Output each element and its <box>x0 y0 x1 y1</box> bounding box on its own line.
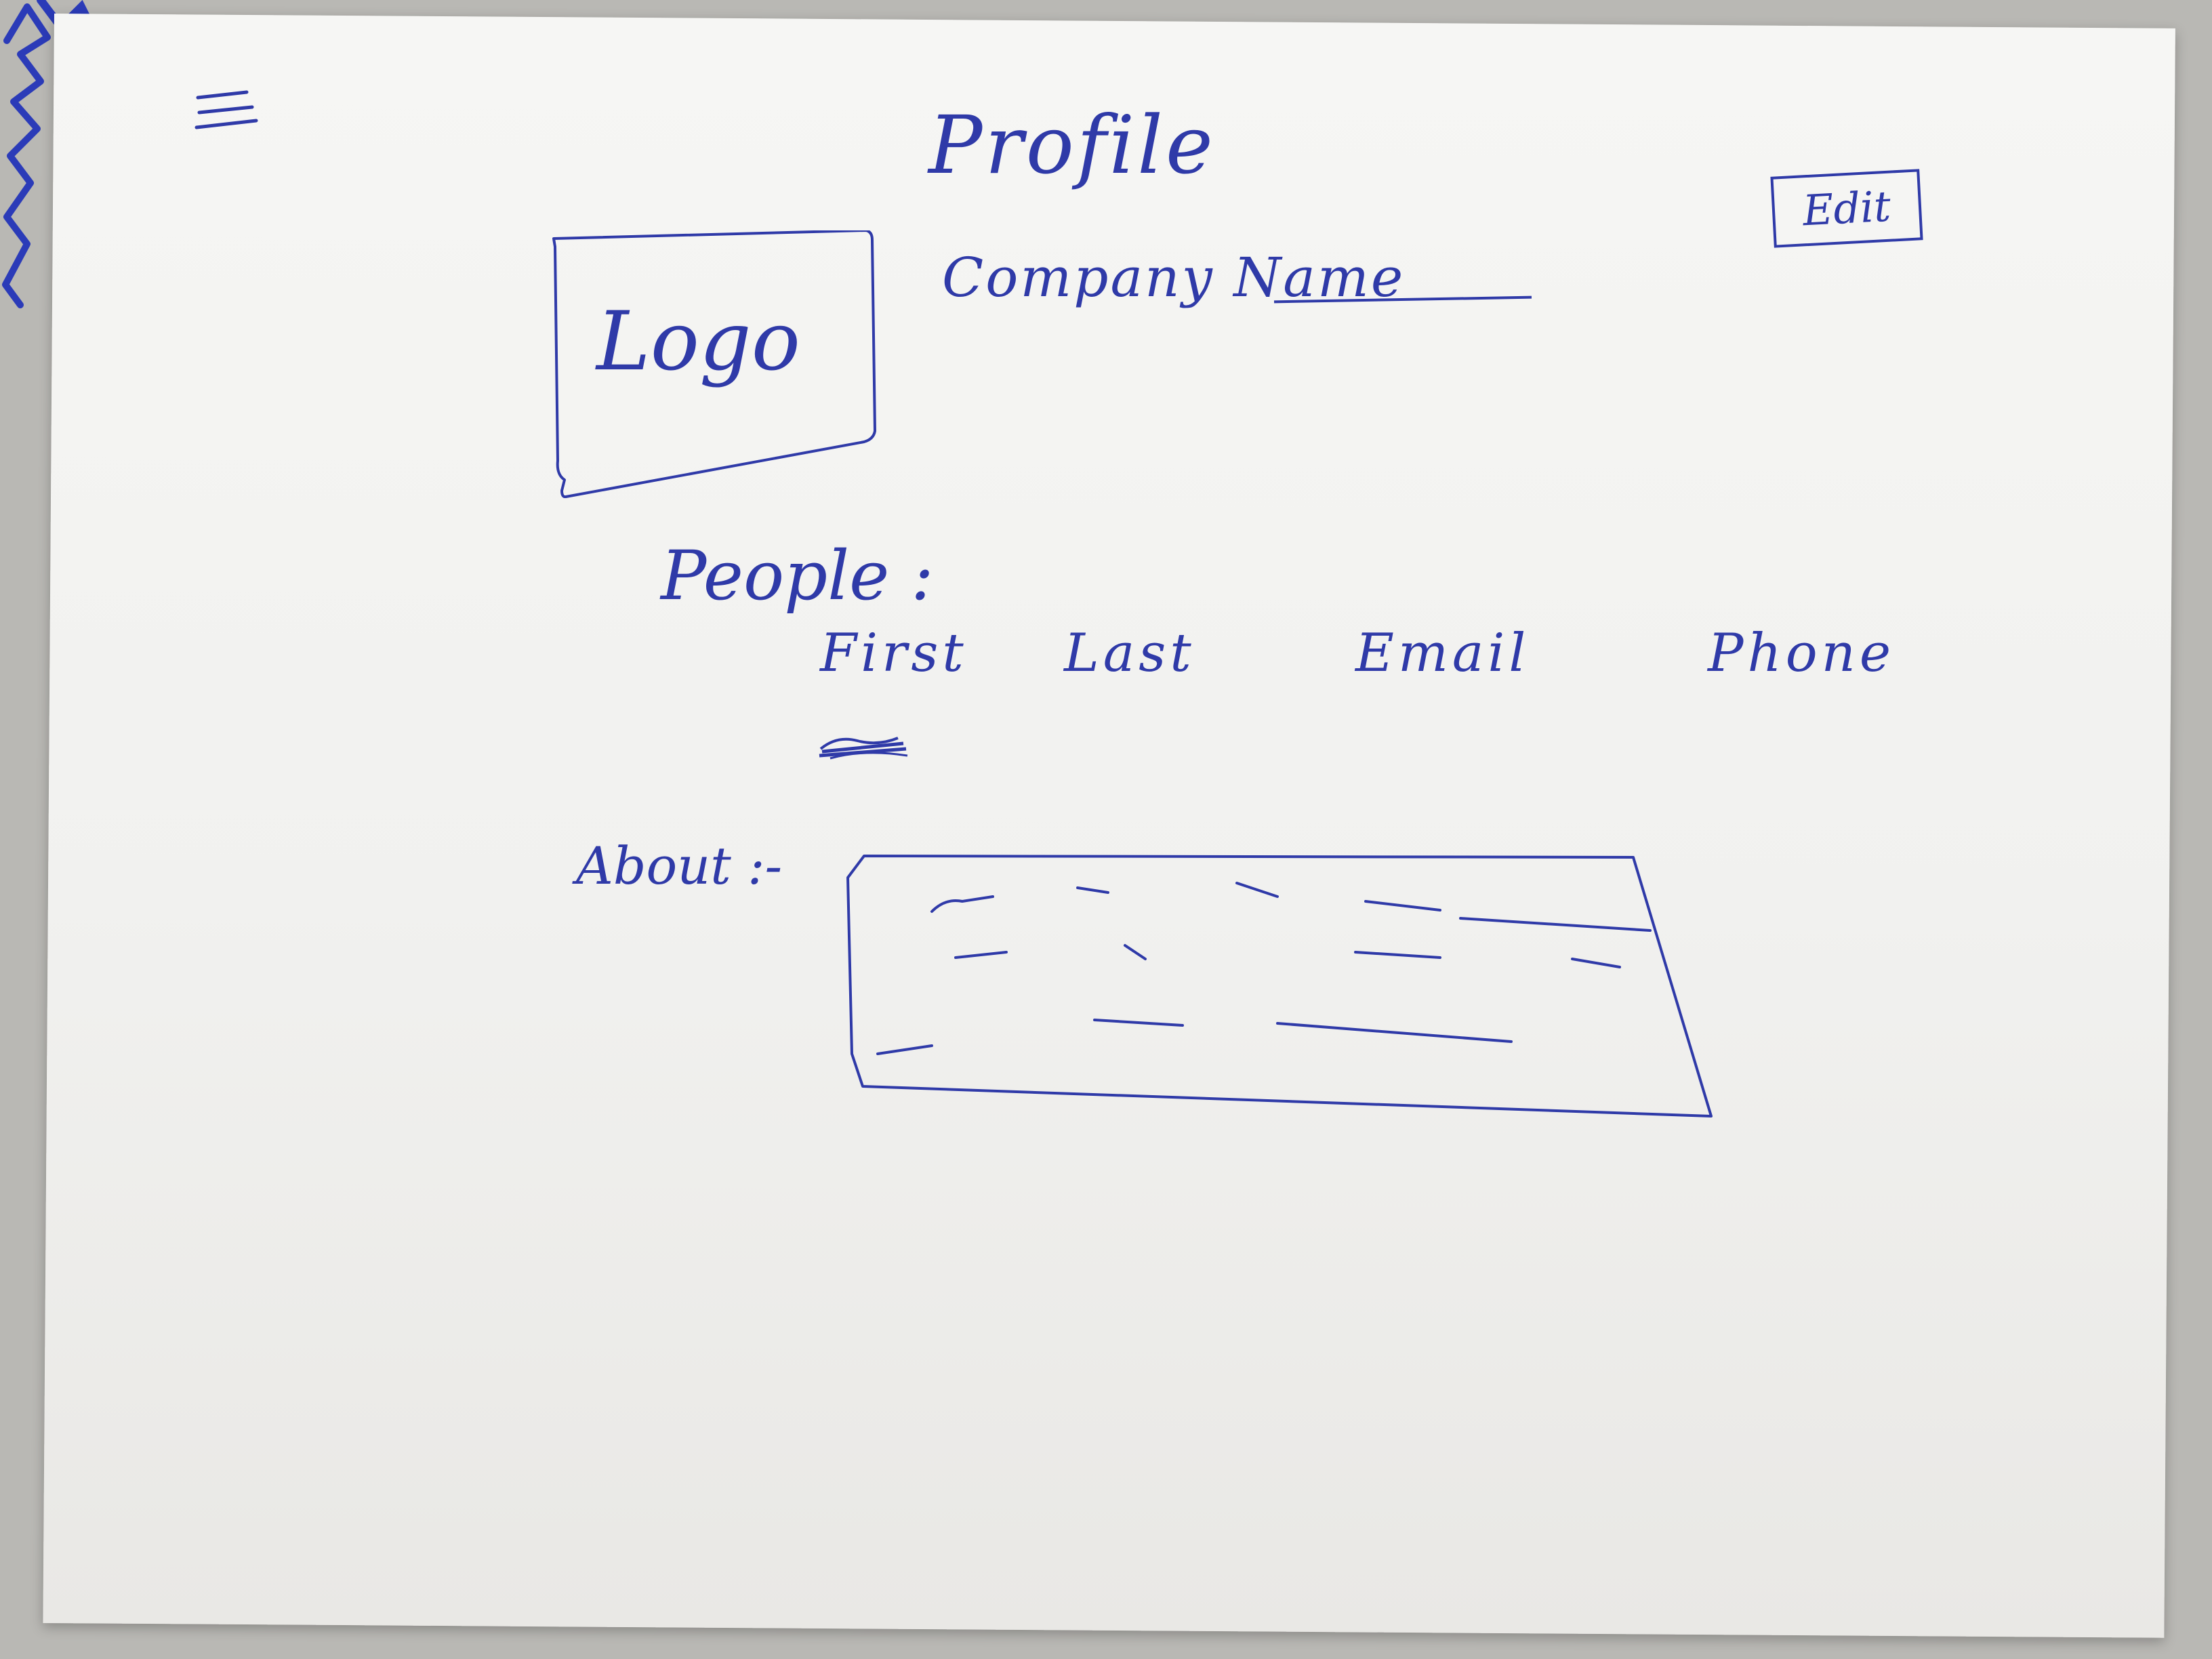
page-title: Profile <box>928 98 1216 192</box>
people-section-label: People : <box>661 536 934 615</box>
hamburger-menu-icon[interactable] <box>190 88 264 136</box>
logo-placeholder <box>552 230 876 498</box>
people-table-row <box>819 737 908 760</box>
column-header-email: Email <box>1355 623 1530 684</box>
column-header-phone: Phone <box>1708 623 1896 684</box>
about-section-label: About :- <box>576 836 783 896</box>
column-header-last: Last <box>1064 623 1195 684</box>
edit-button-label: Edit <box>1801 181 1892 236</box>
column-header-first: First <box>820 623 968 684</box>
logo-label: Logo <box>596 295 800 389</box>
edit-button[interactable]: Edit <box>1770 169 1923 248</box>
company-name: Company Name <box>942 246 1406 309</box>
about-text-area[interactable] <box>844 851 1721 1122</box>
